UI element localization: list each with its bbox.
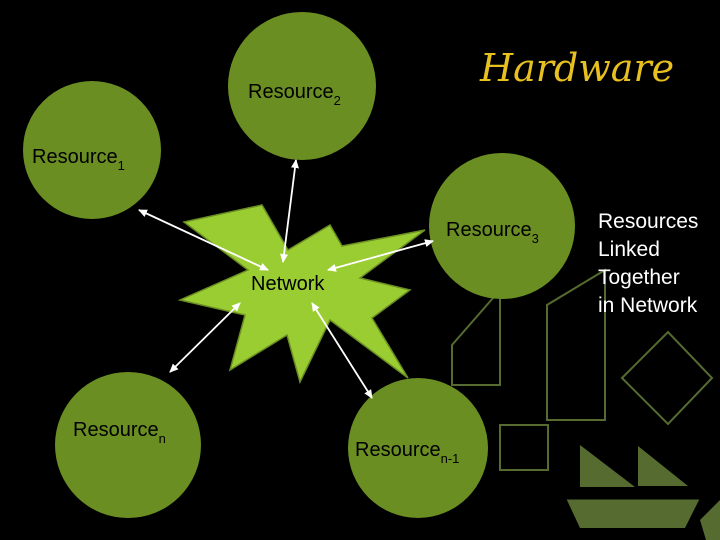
links <box>138 159 434 399</box>
side-note-line: in Network <box>598 294 698 317</box>
background-decoration <box>451 268 714 471</box>
network-label: Network <box>251 273 325 295</box>
link-resource-n <box>169 302 241 373</box>
resource-2-label: Resource2 <box>248 81 341 108</box>
side-note-line: Resources <box>598 210 699 233</box>
resource-n-node <box>55 372 201 518</box>
side-note-line: Together <box>598 266 680 289</box>
resource-n-label: Resourcen <box>73 419 166 446</box>
resource-3-label: Resource3 <box>446 219 539 246</box>
resource-2-node <box>228 12 376 160</box>
slide-title: Hardware <box>480 46 675 90</box>
resource-1-label: Resource1 <box>32 146 125 173</box>
resource-1-node <box>23 81 161 219</box>
side-note-line: Linked <box>598 238 660 261</box>
link-resource-1 <box>138 209 269 271</box>
side-note: Resources Linked Together in Network <box>598 208 718 320</box>
resource-n-1-label: Resourcen-1 <box>355 439 459 466</box>
resource-n-1-node <box>348 378 488 518</box>
resource-3-node <box>429 153 575 299</box>
link-resource-3 <box>327 239 434 272</box>
boat-decoration <box>566 445 720 540</box>
link-resource-2 <box>280 159 299 263</box>
link-resource-n-1 <box>311 302 373 399</box>
